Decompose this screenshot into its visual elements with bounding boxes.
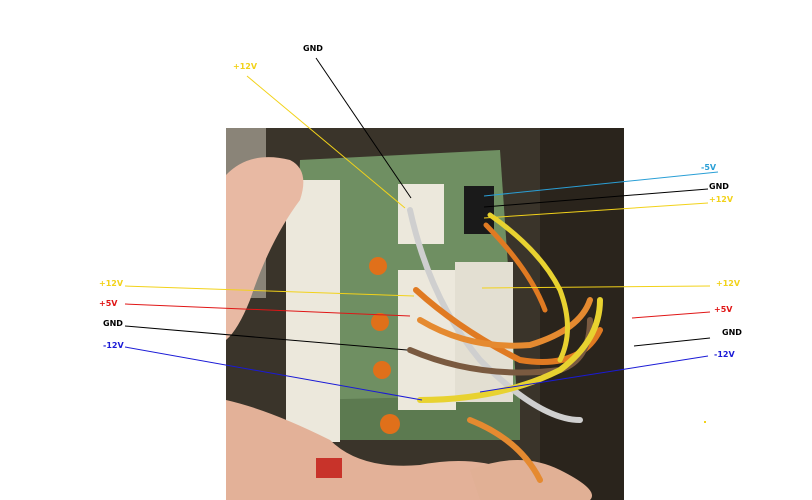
capacitor xyxy=(369,257,387,275)
label-right-minus5v: -5V xyxy=(701,163,717,172)
plus12v-line-right-b xyxy=(481,285,711,289)
lower-hand xyxy=(226,400,530,500)
label-left-minus12v: -12V xyxy=(103,341,124,350)
label-right-gnd-a: GND xyxy=(709,182,729,191)
minus12v-line-left xyxy=(124,346,423,401)
wire-yellow xyxy=(417,297,603,403)
label-left-gnd: GND xyxy=(103,319,123,328)
annotation-lines xyxy=(124,57,719,401)
capacitor xyxy=(371,313,389,331)
label-left-plus12v: +12V xyxy=(99,279,124,288)
label-top-gnd: GND xyxy=(303,44,323,53)
finger-bottom-right xyxy=(470,460,592,500)
plus5v-line-right xyxy=(631,311,711,319)
wire-bundle xyxy=(407,207,603,483)
plus5v-line-left xyxy=(124,303,411,317)
wire-orange xyxy=(467,417,543,483)
label-top-plus12v: +12V xyxy=(233,62,258,71)
wire-grey xyxy=(407,207,583,423)
label-right-plus12v-a: +12V xyxy=(709,195,734,204)
label-right-minus12v: -12V xyxy=(714,350,735,359)
gnd-line-left xyxy=(124,325,408,351)
plus12v-line-left xyxy=(124,285,415,297)
stray-yellow-dot xyxy=(704,421,706,423)
pcb-lower-edge xyxy=(290,395,520,440)
wire-orange xyxy=(483,222,548,313)
plus12v-line-right-a xyxy=(483,202,709,219)
plus12v-line-top xyxy=(246,75,406,209)
minus5v-line xyxy=(483,171,719,197)
minus12v-line-right xyxy=(479,355,709,393)
capacitor xyxy=(373,361,391,379)
top-connector xyxy=(398,184,444,244)
label-left-plus5v: +5V xyxy=(99,299,118,308)
capacitor xyxy=(380,414,400,434)
photo xyxy=(226,128,624,500)
gnd-line-right-b xyxy=(633,337,711,347)
label-right-plus12v-b: +12V xyxy=(716,279,741,288)
red-connector xyxy=(316,458,342,478)
wire-yellow xyxy=(487,212,570,363)
gnd-line-right-a xyxy=(483,188,709,208)
label-right-gnd-b: GND xyxy=(722,328,742,337)
gnd-line-top xyxy=(315,57,412,199)
wire-orange xyxy=(417,297,593,349)
main-connector xyxy=(398,270,456,410)
label-right-plus5v: +5V xyxy=(714,305,733,314)
thumb xyxy=(226,157,304,340)
